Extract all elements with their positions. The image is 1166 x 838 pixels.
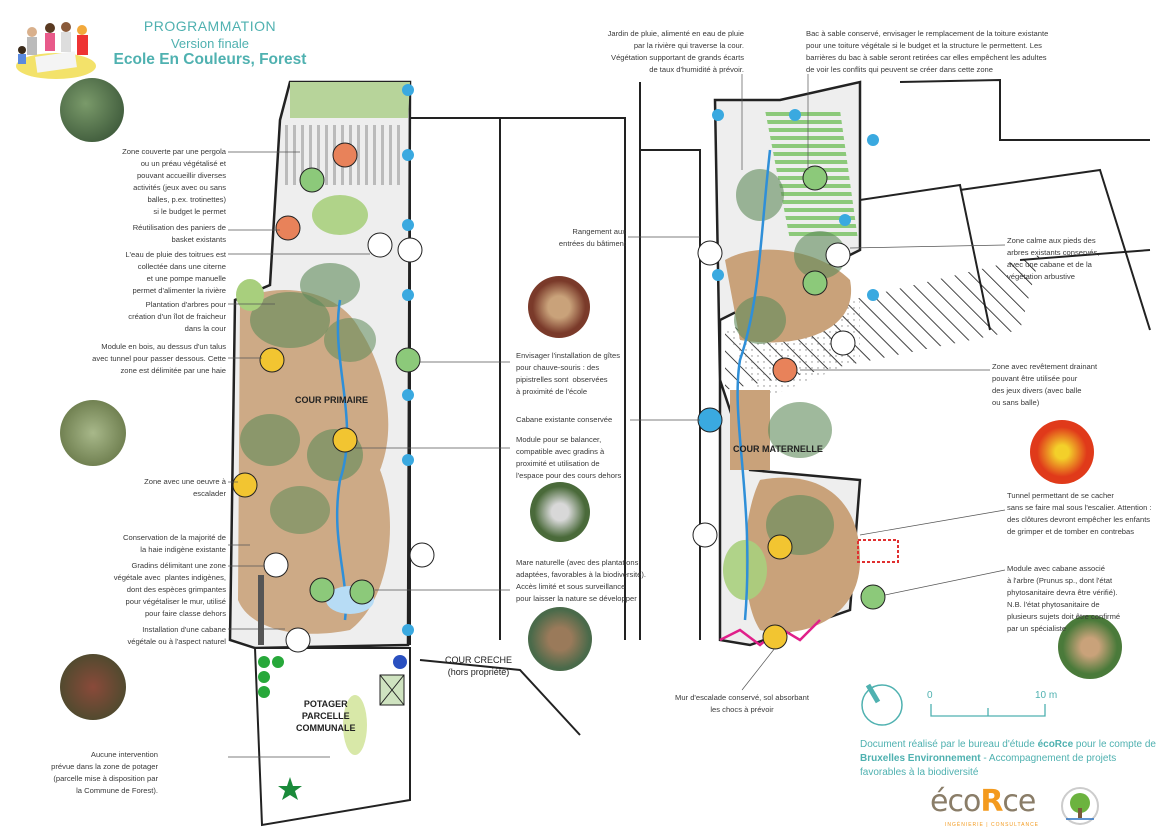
annotation-cabane-vegetale: Installation d'une cabane végétale ou à … (127, 625, 226, 646)
annotation-module-cabane: Module avec cabane associé à l'arbre (Pr… (1007, 564, 1121, 633)
photo-climbing-structure (60, 400, 126, 466)
annotation-rainwater: L'eau de pluie des toitrues est collecté… (125, 250, 226, 295)
credit-part1: Document réalisé par le bureau d'étude (860, 739, 1038, 750)
annotation-basket: Réutilisation des paniers de basket exis… (132, 223, 226, 244)
title-version: Version finale (170, 36, 250, 51)
credit-text: Document réalisé par le bureau d'étude é… (860, 738, 1160, 780)
label-cour-maternelle: COUR MATERNELLE (733, 444, 823, 454)
label-potager: POTAGER PARCELLE COMMUNALE (296, 698, 356, 734)
annotation-zone-calme: Zone calme aux pieds des arbres existant… (1007, 236, 1100, 281)
annotation-climbing-work: Zone avec une oeuvre à escalader (144, 477, 226, 498)
potager-line3: COMMUNALE (296, 723, 356, 733)
credit-ecorce: écoRce (1037, 739, 1074, 750)
photo-swing (530, 482, 590, 542)
annotation-mare: Mare naturelle (avec des plantations ada… (516, 558, 647, 603)
potager-area (253, 647, 411, 827)
annotation-revetement: Zone avec revêtement drainant pouvant êt… (992, 362, 1098, 407)
title-programmation: PROGRAMMATION (143, 18, 277, 34)
annotation-trees: Plantation d'arbres pour création d'un î… (128, 300, 226, 333)
annotation-bac-sable: Bac à sable conservé, envisager le rempl… (806, 29, 1049, 74)
potager-line2: PARCELLE (301, 711, 350, 721)
annotation-tunnel: Tunnel permettant de se cacher sans se f… (1007, 491, 1152, 536)
annotation-hedge: Conservation de la majorité de la haie i… (123, 533, 226, 554)
annotation-chauve-souris: Envisager l'installation de gîtes pour c… (516, 351, 621, 396)
annotation-gradins: Gradins délimitant une zone végétale ave… (113, 561, 226, 618)
ecorce-logo: écoRce (930, 784, 1036, 819)
annotation-rangement: Rangement aux entrées du bâtiment (558, 227, 626, 248)
document-title: PROGRAMMATION Version finale Ecole En Co… (100, 18, 320, 69)
scale-bar (930, 704, 1046, 717)
annotation-potager: Aucune intervention prévue dans la zone … (51, 750, 158, 795)
cour-creche-note: (hors propriété) (447, 667, 510, 677)
photo-tree-house (1058, 615, 1122, 679)
activity-icons (232, 142, 886, 653)
credit-part2: pour le compte de (1073, 739, 1156, 750)
bruxelles-environnement-logo (1061, 787, 1099, 825)
photo-pergola (60, 78, 124, 142)
north-arrow (861, 683, 903, 726)
blue-markers (393, 84, 879, 669)
label-cour-creche: COUR CRECHE (hors propriété) (445, 654, 512, 678)
annotation-cabane-existante: Cabane existante conservée (516, 415, 613, 424)
leader-lines (228, 74, 1006, 758)
credit-part3: - Accompagnement de projets favorables à… (860, 753, 1117, 778)
annotation-jardin-pluie: Jardin de pluie, alimenté en eau de plui… (607, 29, 744, 74)
scale-end: 10 m (1035, 690, 1058, 701)
potager-line1: POTAGER (303, 699, 348, 709)
annotation-pergola: Zone couverte par une pergola ou un préa… (122, 147, 226, 216)
people-illustration (16, 22, 96, 79)
photo-tunnel (1030, 420, 1094, 484)
cour-creche-title: COUR CRECHE (445, 655, 513, 665)
photo-bat-box (528, 276, 590, 338)
credit-bruxelles: Bruxelles Environnement (860, 753, 981, 764)
ecorce-logo-sub: INGÉNIERIE | CONSULTANCE (945, 822, 1040, 828)
scale-start: 0 (927, 690, 933, 701)
annotation-mur-escalade: Mur d'escalade conservé, sol absorbant l… (675, 693, 809, 714)
photo-natural-hut (60, 654, 126, 720)
label-cour-primaire: COUR PRIMAIRE (295, 395, 369, 405)
title-school: Ecole En Couleurs, Forest (113, 51, 307, 68)
photo-pond (528, 607, 592, 671)
annotation-wood-module: Module en bois, au dessus d'un talus ave… (92, 342, 226, 375)
cour-primaire-area (228, 80, 412, 650)
annotation-balancer: Module pour se balancer, compatible avec… (516, 435, 622, 480)
